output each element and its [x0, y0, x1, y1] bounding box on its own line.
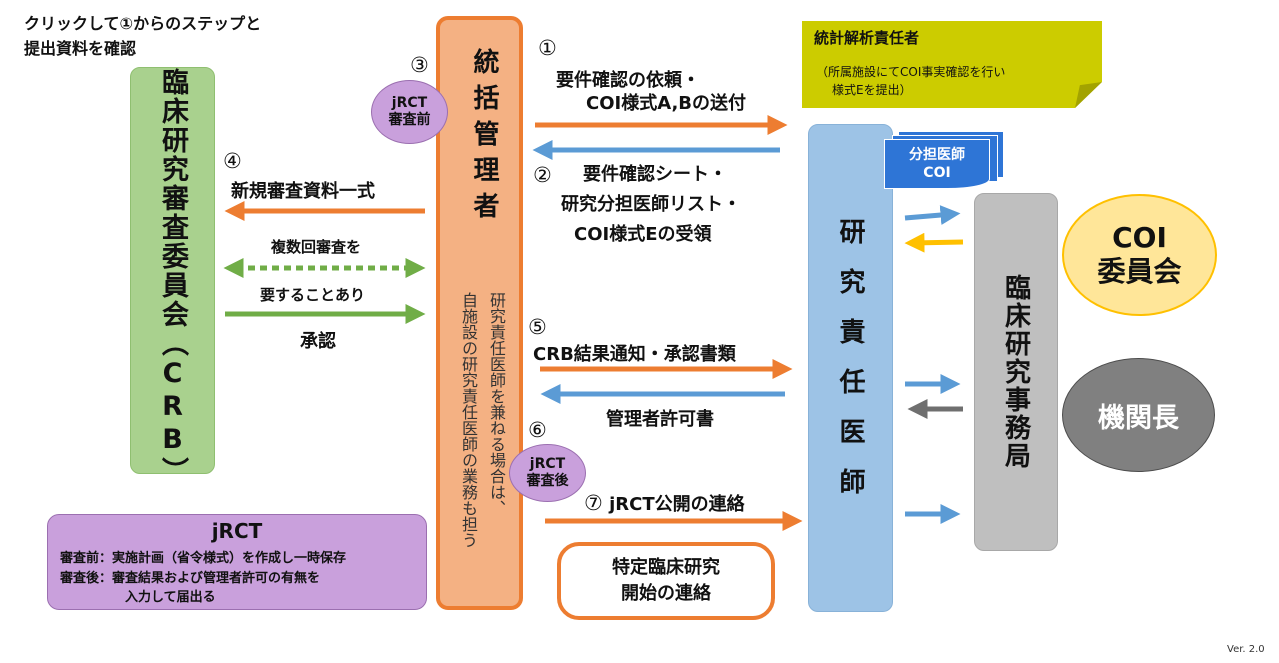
step6-number[interactable]: ⑥ [528, 418, 547, 442]
step3-badge[interactable]: jRCT 審査前 [371, 80, 448, 144]
start-notice-line1: 特定臨床研究 [612, 557, 720, 578]
step2-line2: 研究分担医師リスト・ [561, 194, 741, 215]
multi-review-line1: 複数回審査を [271, 238, 362, 256]
instruction-line2: 提出資料を確認 [24, 39, 137, 58]
coi-committee-line2: 委員会 [1097, 255, 1182, 288]
stat-note-line1: （所属施設にてCOI事実確認を行い [816, 65, 1006, 79]
office-box[interactable]: 臨床研究事務局 [974, 193, 1058, 551]
doc-stack[interactable]: 分担医師 COI [884, 139, 990, 189]
director-label: 機関長 [1098, 402, 1179, 434]
jrct-box-line2: 審査後：審査結果および管理者許可の有無を [60, 571, 321, 586]
step2-line3: COI様式Eの受領 [574, 224, 712, 245]
jrct-box-line3: 入力して届出る [125, 590, 216, 605]
manager-note-line2: 自施設の研究責任医師の業務も担う [459, 292, 478, 548]
crb-label: 臨床研究審査委員会（CRB） [157, 68, 188, 486]
jrct-box[interactable]: jRCT 審査前：実施計画（省令様式）を作成し一時保存 審査後：審査結果および管… [47, 514, 427, 610]
step5-number[interactable]: ⑤ [528, 315, 547, 339]
stat-note-line2: 様式Eを提出） [832, 83, 912, 97]
jrct-box-line1: 審査前：実施計画（省令様式）を作成し一時保存 [60, 551, 347, 566]
step6-badge[interactable]: jRCT 審査後 [509, 444, 586, 502]
arrow-to-coi [904, 205, 961, 226]
jrct-box-title: jRCT [211, 519, 263, 543]
step1-number[interactable]: ① [538, 36, 557, 60]
instruction-text[interactable]: クリックして①からのステップと 提出資料を確認 [24, 11, 261, 61]
manager-box[interactable]: 統括管理者 研究責任医師を兼ねる場合は、 自施設の研究責任医師の業務も担う [436, 16, 523, 610]
step4-number[interactable]: ④ [223, 149, 242, 173]
researcher-label: 研究責任医師 [835, 218, 865, 518]
office-label: 臨床研究事務局 [1000, 274, 1031, 470]
start-notice-box[interactable]: 特定臨床研究 開始の連絡 [557, 542, 775, 620]
instruction-line1: クリックして①からのステップと [24, 14, 262, 33]
step2-line1: 要件確認シート・ [583, 164, 727, 185]
start-notice-line2: 開始の連絡 [621, 583, 711, 604]
crb-box[interactable]: 臨床研究審査委員会（CRB） [130, 67, 215, 486]
step1-line1: 要件確認の依頼・ [556, 70, 700, 91]
manager-label: 統括管理者 [469, 48, 499, 228]
step3-number[interactable]: ③ [410, 53, 429, 77]
step4-label: 新規審査資料一式 [231, 181, 375, 202]
manager-note-line1: 研究責任医師を兼ねる場合は、 [487, 292, 506, 516]
permit-label: 管理者許可書 [606, 409, 714, 430]
multi-review-line2: 要することあり [260, 286, 366, 304]
stat-note-title: 統計解析責任者 [814, 29, 920, 47]
step6-badge-line1: jRCT [529, 456, 566, 472]
step7-label[interactable]: ⑦ jRCT公開の連絡 [584, 490, 745, 516]
version-label: Ver. 2.0 [1227, 644, 1265, 655]
arrow-from-coi [904, 232, 964, 253]
coi-committee-line1: COI [1112, 221, 1167, 254]
researcher-box[interactable]: 研究責任医師 [808, 124, 893, 612]
step5-label: CRB結果通知・承認書類 [533, 344, 736, 365]
step2-number[interactable]: ② [533, 163, 552, 187]
coi-committee-ellipse[interactable]: COI 委員会 [1062, 194, 1217, 316]
stat-note[interactable]: 統計解析責任者 （所属施設にてCOI事実確認を行い 様式Eを提出） [802, 21, 1102, 108]
director-ellipse[interactable]: 機関長 [1062, 358, 1215, 472]
manager-note: 研究責任医師を兼ねる場合は、 自施設の研究責任医師の業務も担う [456, 292, 508, 602]
step7-text: jRCT公開の連絡 [609, 494, 745, 515]
approval-label: 承認 [300, 331, 336, 352]
doc-stack-line1: 分担医師 [909, 147, 965, 163]
step3-badge-line1: jRCT [391, 95, 428, 111]
step1-line2: COI様式A,Bの送付 [586, 93, 747, 114]
doc-stack-line2: COI [923, 165, 951, 181]
step7-number: ⑦ [584, 491, 603, 515]
step3-badge-line2: 審査前 [388, 112, 431, 128]
step6-badge-line2: 審査後 [526, 473, 569, 489]
